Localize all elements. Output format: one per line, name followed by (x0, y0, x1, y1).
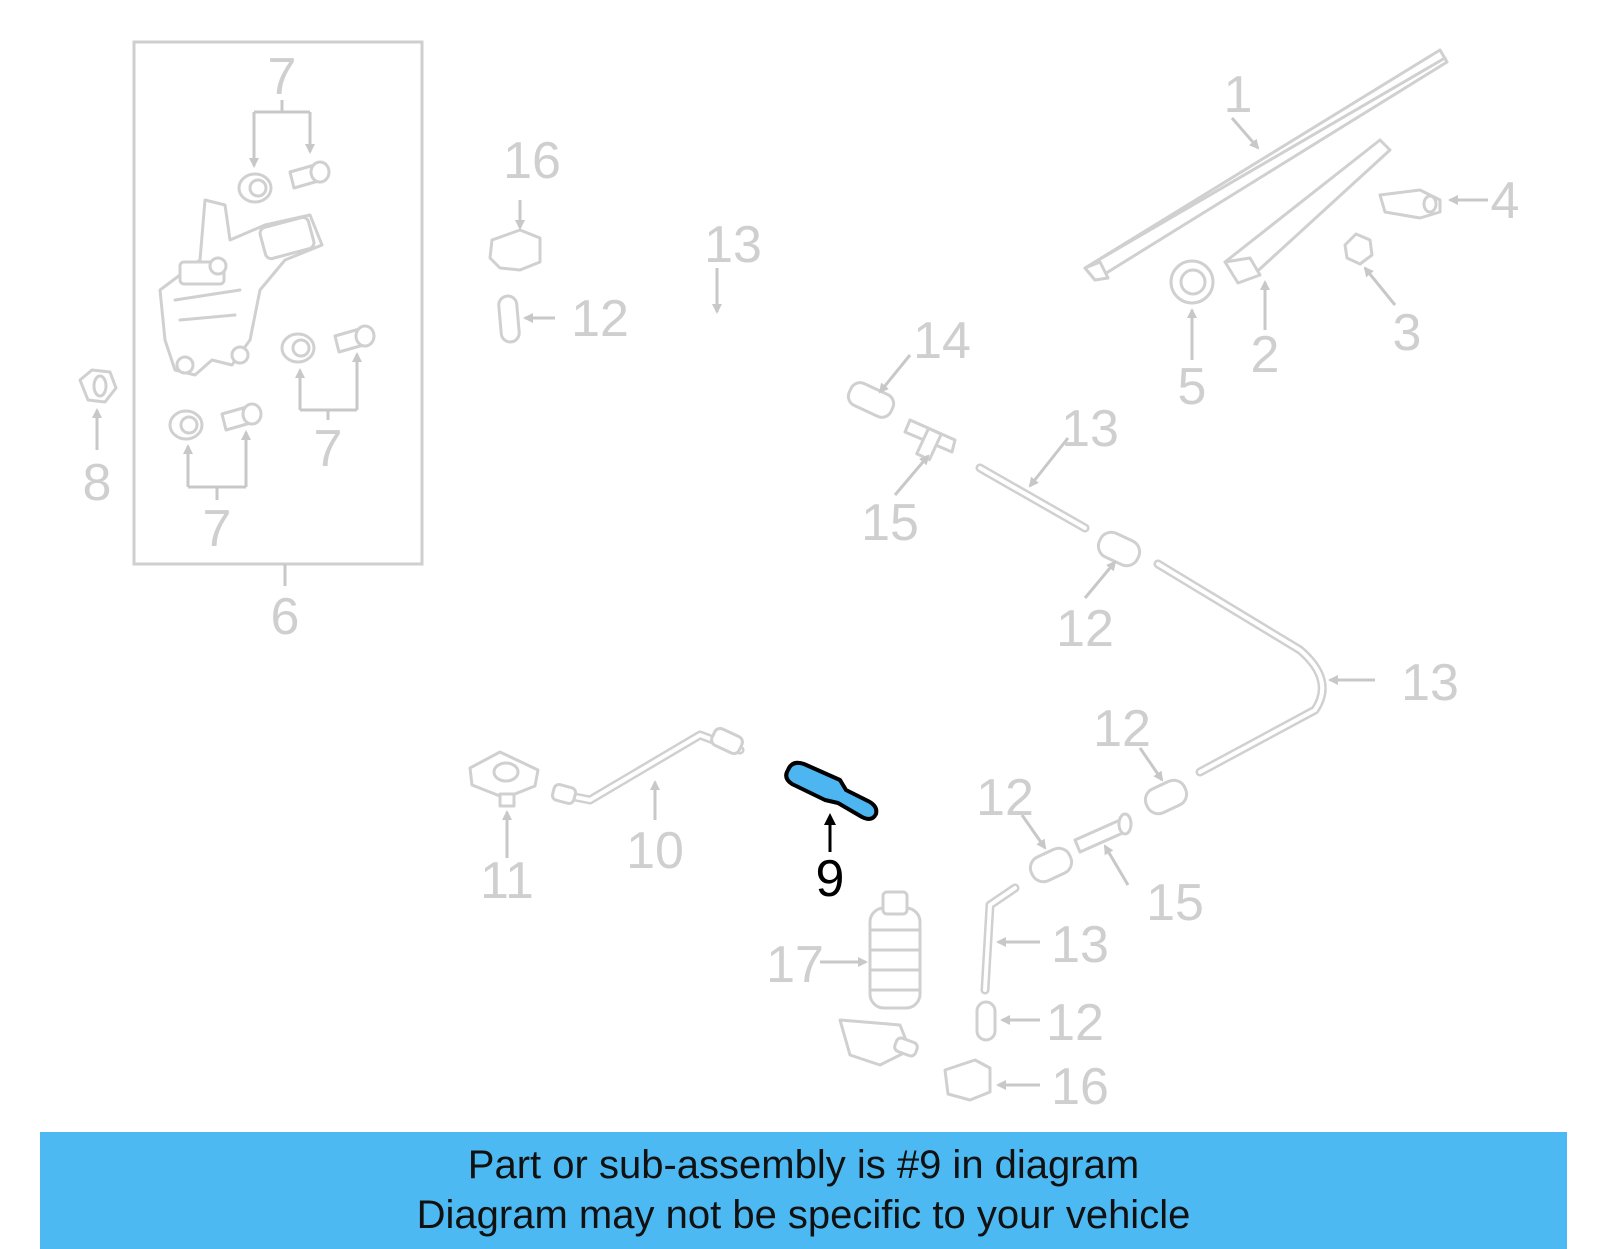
wiper-motor-assembly-box (132, 40, 424, 586)
callout-1: 1 (1224, 66, 1253, 124)
part-9-highlighted[interactable] (784, 760, 879, 852)
callout-12-top: 12 (571, 290, 629, 348)
callout-10: 10 (626, 822, 684, 880)
callout-4: 4 (1491, 172, 1520, 230)
callout-13-top: 13 (704, 216, 762, 274)
leaders-7 (183, 100, 362, 500)
callout-labels: 1 2 3 4 5 6 7 7 7 8 9 10 11 12 12 12 12 … (83, 48, 1520, 1116)
callout-16-low: 16 (1051, 1058, 1109, 1116)
callout-3: 3 (1393, 304, 1422, 362)
washer-pump-17 (820, 890, 922, 1067)
hose-upper-loop (497, 268, 842, 546)
callout-12-left: 12 (976, 769, 1034, 827)
nozzle-11-and-hose-10 (468, 726, 745, 858)
callout-12-low: 12 (1046, 994, 1104, 1052)
callout-17: 17 (766, 936, 824, 994)
callout-7-bottom: 7 (203, 500, 232, 558)
callout-2: 2 (1251, 326, 1280, 384)
callout-8: 8 (83, 454, 112, 512)
hose-lower (943, 747, 1189, 1102)
callout-15-upper: 15 (861, 494, 919, 552)
wiper-motor (158, 198, 324, 377)
hose-middle (975, 437, 1375, 777)
callout-12-right: 12 (1093, 700, 1151, 758)
callout-6: 6 (271, 588, 300, 646)
callout-11: 11 (480, 852, 534, 910)
callout-14: 14 (913, 312, 971, 370)
small-hardware-3-4-5 (1169, 188, 1488, 360)
callout-9: 9 (816, 850, 845, 908)
callout-15-lower: 15 (1146, 874, 1204, 932)
info-banner: Part or sub-assembly is #9 in diagram Di… (40, 1132, 1567, 1249)
callout-12-mid: 12 (1056, 600, 1114, 658)
t-connector-15-upper (893, 418, 957, 496)
banner-line-1: Part or sub-assembly is #9 in diagram (467, 1143, 1140, 1187)
callout-7-right: 7 (314, 420, 343, 478)
grommet-and-bolt-set (168, 160, 376, 441)
check-valve-14 (846, 354, 912, 419)
callout-7-top: 7 (268, 48, 297, 106)
callout-13-right: 13 (1401, 654, 1459, 712)
callout-5: 5 (1178, 358, 1207, 416)
callout-13-mid: 13 (1061, 400, 1119, 458)
connector-16-top (488, 200, 542, 272)
callout-16-top: 16 (503, 132, 561, 190)
callout-13-low: 13 (1051, 916, 1109, 974)
nut-8 (78, 368, 118, 450)
wiper-blade-and-arm (1083, 48, 1449, 330)
banner-line-2: Diagram may not be specific to your vehi… (416, 1193, 1191, 1237)
